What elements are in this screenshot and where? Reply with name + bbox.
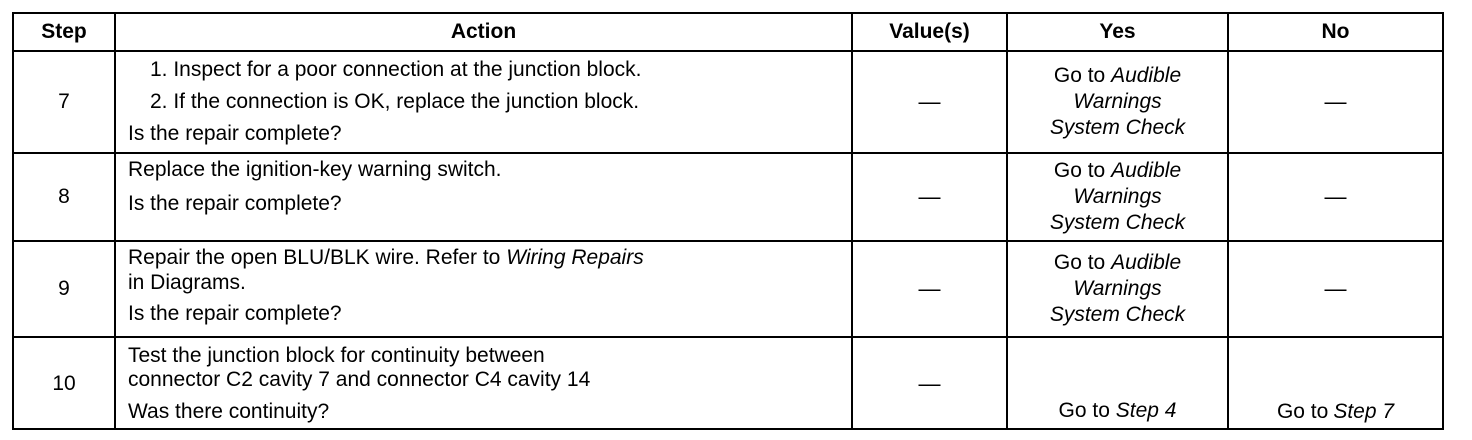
yes-link: Audible: [1111, 159, 1182, 182]
yes-cell: Go to Audible Warnings System Check: [1008, 242, 1229, 336]
value-cell: —: [853, 52, 1008, 152]
action-line: 2. If the connection is OK, replace the …: [150, 90, 640, 113]
yes-prefix: Go to: [1053, 64, 1112, 87]
action-line: in Diagrams.: [128, 271, 246, 294]
yes-prefix: Go to: [1058, 399, 1116, 422]
table-row: 8 Replace the ignition-key warning switc…: [14, 154, 1442, 242]
wiring-repairs-ref: Wiring Repairs: [506, 246, 644, 269]
action-line: 1. Inspect for a poor connection at the …: [150, 58, 642, 81]
header-step: Step: [14, 14, 116, 50]
no-cell: —: [1324, 89, 1347, 114]
no-cell: —: [1324, 184, 1347, 209]
header-row: Step Action Value(s) Yes No: [14, 14, 1442, 52]
header-action: Action: [116, 14, 853, 50]
yes-link: System Check: [1049, 116, 1186, 139]
yes-link: Warnings: [1073, 90, 1162, 113]
value-cell: —: [853, 338, 1008, 430]
no-link: Step 7: [1333, 400, 1395, 423]
no-cell: —: [1324, 276, 1347, 301]
step-number: 8: [14, 154, 116, 240]
yes-link: Audible: [1111, 64, 1182, 87]
action-text: Repair the open BLU/BLK wire. Refer to: [128, 246, 507, 269]
yes-cell: Go to Audible Warnings System Check: [1008, 52, 1229, 152]
action-cell: Repair the open BLU/BLK wire. Refer to W…: [116, 242, 853, 336]
no-prefix: Go to: [1276, 400, 1329, 423]
action-question: Was there continuity?: [128, 400, 330, 423]
action-question: Is the repair complete?: [128, 192, 342, 215]
action-line: Repair the open BLU/BLK wire. Refer to W…: [128, 244, 851, 272]
yes-cell: Go to Audible Warnings System Check: [1008, 154, 1229, 240]
step-number: 7: [14, 52, 116, 152]
step-number: 9: [14, 242, 116, 336]
action-cell: Test the junction block for continuity b…: [116, 338, 853, 430]
action-line: connector C2 cavity 7 and connector C4 c…: [128, 368, 591, 391]
value-cell: —: [853, 154, 1008, 240]
header-yes: Yes: [1008, 14, 1229, 50]
table-row: 9 Repair the open BLU/BLK wire. Refer to…: [14, 242, 1442, 338]
action-question: Is the repair complete?: [128, 122, 342, 145]
no-cell: Go to Step 7: [1229, 338, 1442, 430]
yes-link: Audible: [1111, 251, 1182, 274]
yes-prefix: Go to: [1053, 159, 1112, 182]
action-line: Test the junction block for continuity b…: [128, 344, 545, 367]
yes-link: Step 4: [1115, 399, 1177, 422]
action-cell: Replace the ignition-key warning switch.…: [116, 154, 853, 240]
step-number: 10: [14, 338, 116, 430]
action-cell: 1. Inspect for a poor connection at the …: [116, 52, 853, 152]
header-no: No: [1321, 20, 1350, 43]
value-cell: —: [853, 242, 1008, 336]
table-row: 7 1. Inspect for a poor connection at th…: [14, 52, 1442, 154]
yes-link: System Check: [1049, 303, 1186, 326]
yes-link: System Check: [1049, 211, 1186, 234]
action-question: Is the repair complete?: [128, 302, 342, 325]
yes-cell: Go to Step 4: [1008, 338, 1229, 430]
yes-prefix: Go to: [1053, 251, 1112, 274]
table-row: 10 Test the junction block for continuit…: [14, 338, 1442, 430]
header-values: Value(s): [853, 14, 1008, 50]
diagnostic-table: Step Action Value(s) Yes No 7 1. Inspect…: [12, 12, 1444, 430]
action-line: Replace the ignition-key warning switch.: [128, 158, 502, 181]
yes-link: Warnings: [1073, 185, 1162, 208]
yes-link: Warnings: [1073, 277, 1162, 300]
